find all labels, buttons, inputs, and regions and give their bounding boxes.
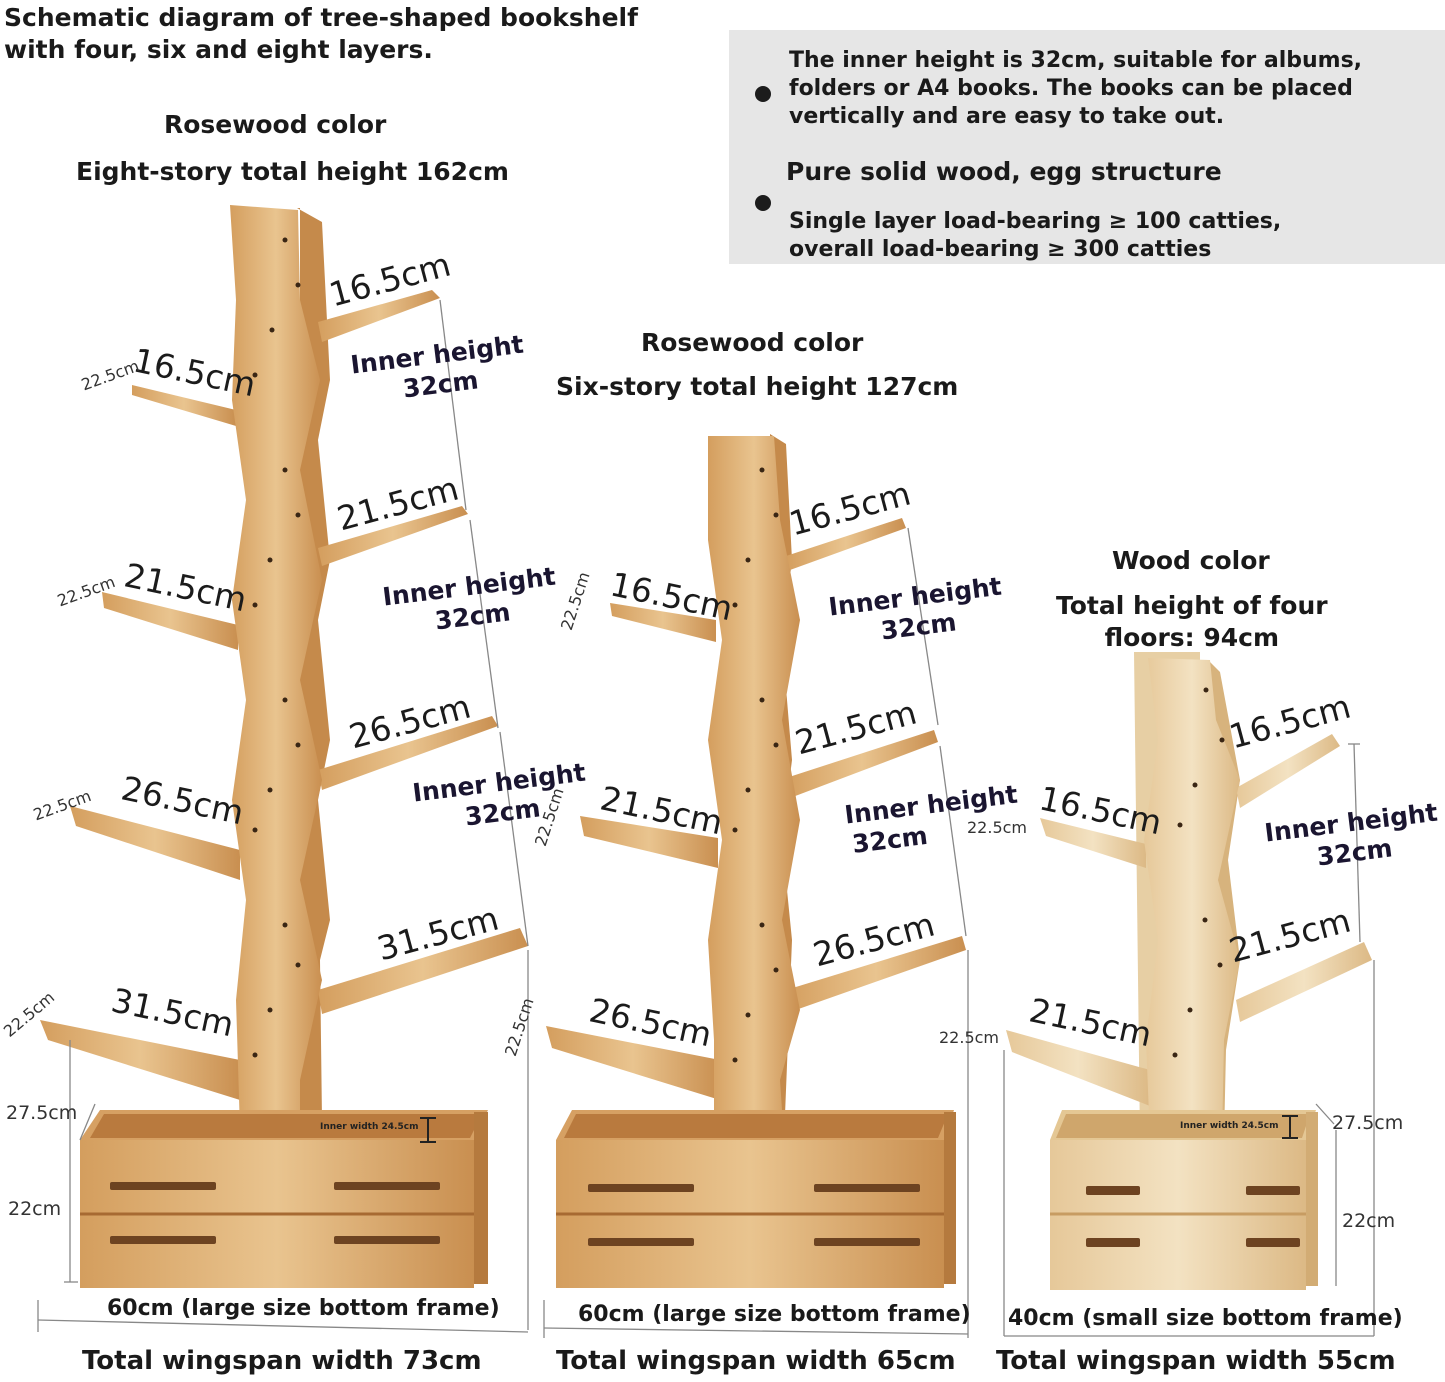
eight-wingspan-label: Total wingspan width 73cm <box>82 1346 482 1376</box>
six-color-label: Rosewood color <box>641 328 864 357</box>
four-wingspan-label: Total wingspan width 55cm <box>996 1346 1396 1376</box>
eight-story-shelf <box>37 205 529 1333</box>
diagram-title: Schematic diagram of tree-shaped bookshe… <box>4 2 638 66</box>
info-point-2: Single layer load-bearing ≥ 100 catties,… <box>789 208 1281 264</box>
info-point-1: The inner height is 32cm, suitable for a… <box>789 47 1362 131</box>
eight-inner-width: Inner width 24.5cm <box>320 1122 419 1132</box>
title-line-2: with four, six and eight layers. <box>4 35 433 64</box>
four-story-shelf <box>1003 652 1375 1337</box>
info-line: vertically and are easy to take out. <box>789 104 1225 129</box>
info-line: Single layer load-bearing ≥ 100 catties, <box>789 209 1282 234</box>
four-inner-width: Inner width 24.5cm <box>1180 1121 1279 1131</box>
four-height-label: Total height of four floors: 94cm <box>1056 590 1328 654</box>
info-box <box>729 30 1445 264</box>
bullet-2-icon <box>755 195 771 211</box>
four-frame-label: 40cm (small size bottom frame) <box>1008 1306 1403 1331</box>
four-box-height: 22cm <box>1342 1210 1396 1232</box>
four-depth-1: 22.5cm <box>967 818 1028 837</box>
eight-frame-label: 60cm (large size bottom frame) <box>107 1296 500 1321</box>
six-wingspan-label: Total wingspan width 65cm <box>556 1346 956 1376</box>
four-depth-2: 22.5cm <box>939 1028 1000 1047</box>
eight-box-height: 22cm <box>8 1198 62 1220</box>
info-line: The inner height is 32cm, suitable for a… <box>789 48 1363 73</box>
bullet-1-icon <box>755 86 771 102</box>
six-height-label: Six-story total height 127cm <box>556 372 959 401</box>
six-story-shelf <box>543 434 969 1338</box>
eight-height-label: Eight-story total height 162cm <box>76 157 509 186</box>
info-point-2-heading: Pure solid wood, egg structure <box>786 157 1222 186</box>
four-box-depth: 27.5cm <box>1332 1112 1404 1134</box>
info-line: folders or A4 books. The books can be pl… <box>789 76 1353 101</box>
four-height-line-1: Total height of four <box>1056 591 1328 620</box>
four-height-line-2: floors: 94cm <box>1104 623 1280 652</box>
eight-color-label: Rosewood color <box>164 110 387 139</box>
four-color-label: Wood color <box>1112 546 1270 575</box>
info-line: overall load-bearing ≥ 300 catties <box>789 237 1212 262</box>
eight-box-depth: 27.5cm <box>6 1102 78 1124</box>
title-line-1: Schematic diagram of tree-shaped bookshe… <box>4 3 638 32</box>
six-frame-label: 60cm (large size bottom frame) <box>578 1302 971 1327</box>
